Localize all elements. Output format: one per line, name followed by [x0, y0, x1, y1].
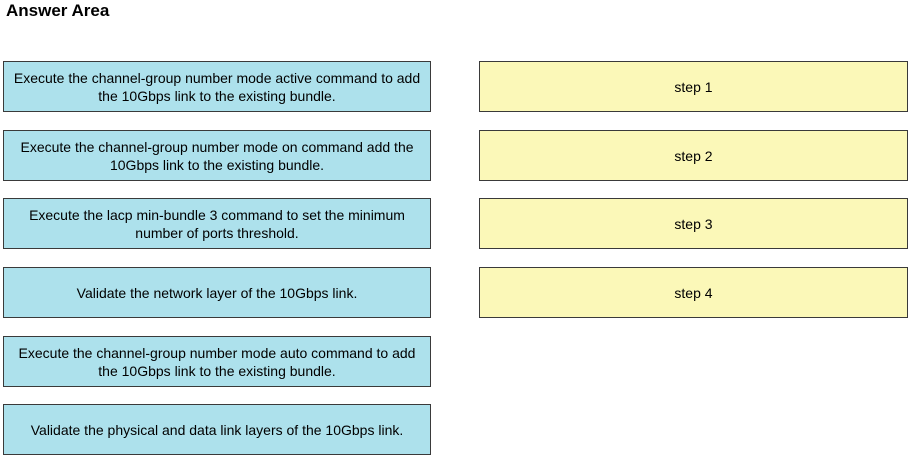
answer-area-title: Answer Area — [6, 1, 110, 20]
option-validate-network-layer[interactable]: Validate the network layer of the 10Gbps… — [3, 267, 431, 318]
drop-target-step-2[interactable]: step 2 — [479, 130, 908, 181]
option-channel-group-mode-active[interactable]: Execute the channel-group number mode ac… — [3, 61, 431, 112]
drop-target-step-4[interactable]: step 4 — [479, 267, 908, 318]
option-label: Execute the channel-group number mode ac… — [13, 69, 421, 104]
step-label: step 3 — [674, 215, 713, 232]
option-validate-physical-data-link[interactable]: Validate the physical and data link laye… — [3, 404, 431, 455]
drop-target-step-3[interactable]: step 3 — [479, 198, 908, 249]
option-label: Execute the channel-group number mode au… — [18, 344, 416, 379]
option-label: Execute the channel-group number mode on… — [20, 138, 414, 173]
option-channel-group-mode-on[interactable]: Execute the channel-group number mode on… — [3, 130, 431, 181]
option-lacp-min-bundle[interactable]: Execute the lacp min-bundle 3 command to… — [3, 198, 431, 249]
step-label: step 4 — [674, 284, 713, 301]
option-label: Execute the lacp min-bundle 3 command to… — [29, 206, 405, 241]
option-label: Validate the network layer of the 10Gbps… — [76, 284, 358, 301]
option-channel-group-mode-auto[interactable]: Execute the channel-group number mode au… — [3, 336, 431, 387]
step-label: step 1 — [674, 78, 713, 95]
step-label: step 2 — [674, 147, 713, 164]
drop-target-step-1[interactable]: step 1 — [479, 61, 908, 112]
option-label: Validate the physical and data link laye… — [30, 421, 404, 438]
